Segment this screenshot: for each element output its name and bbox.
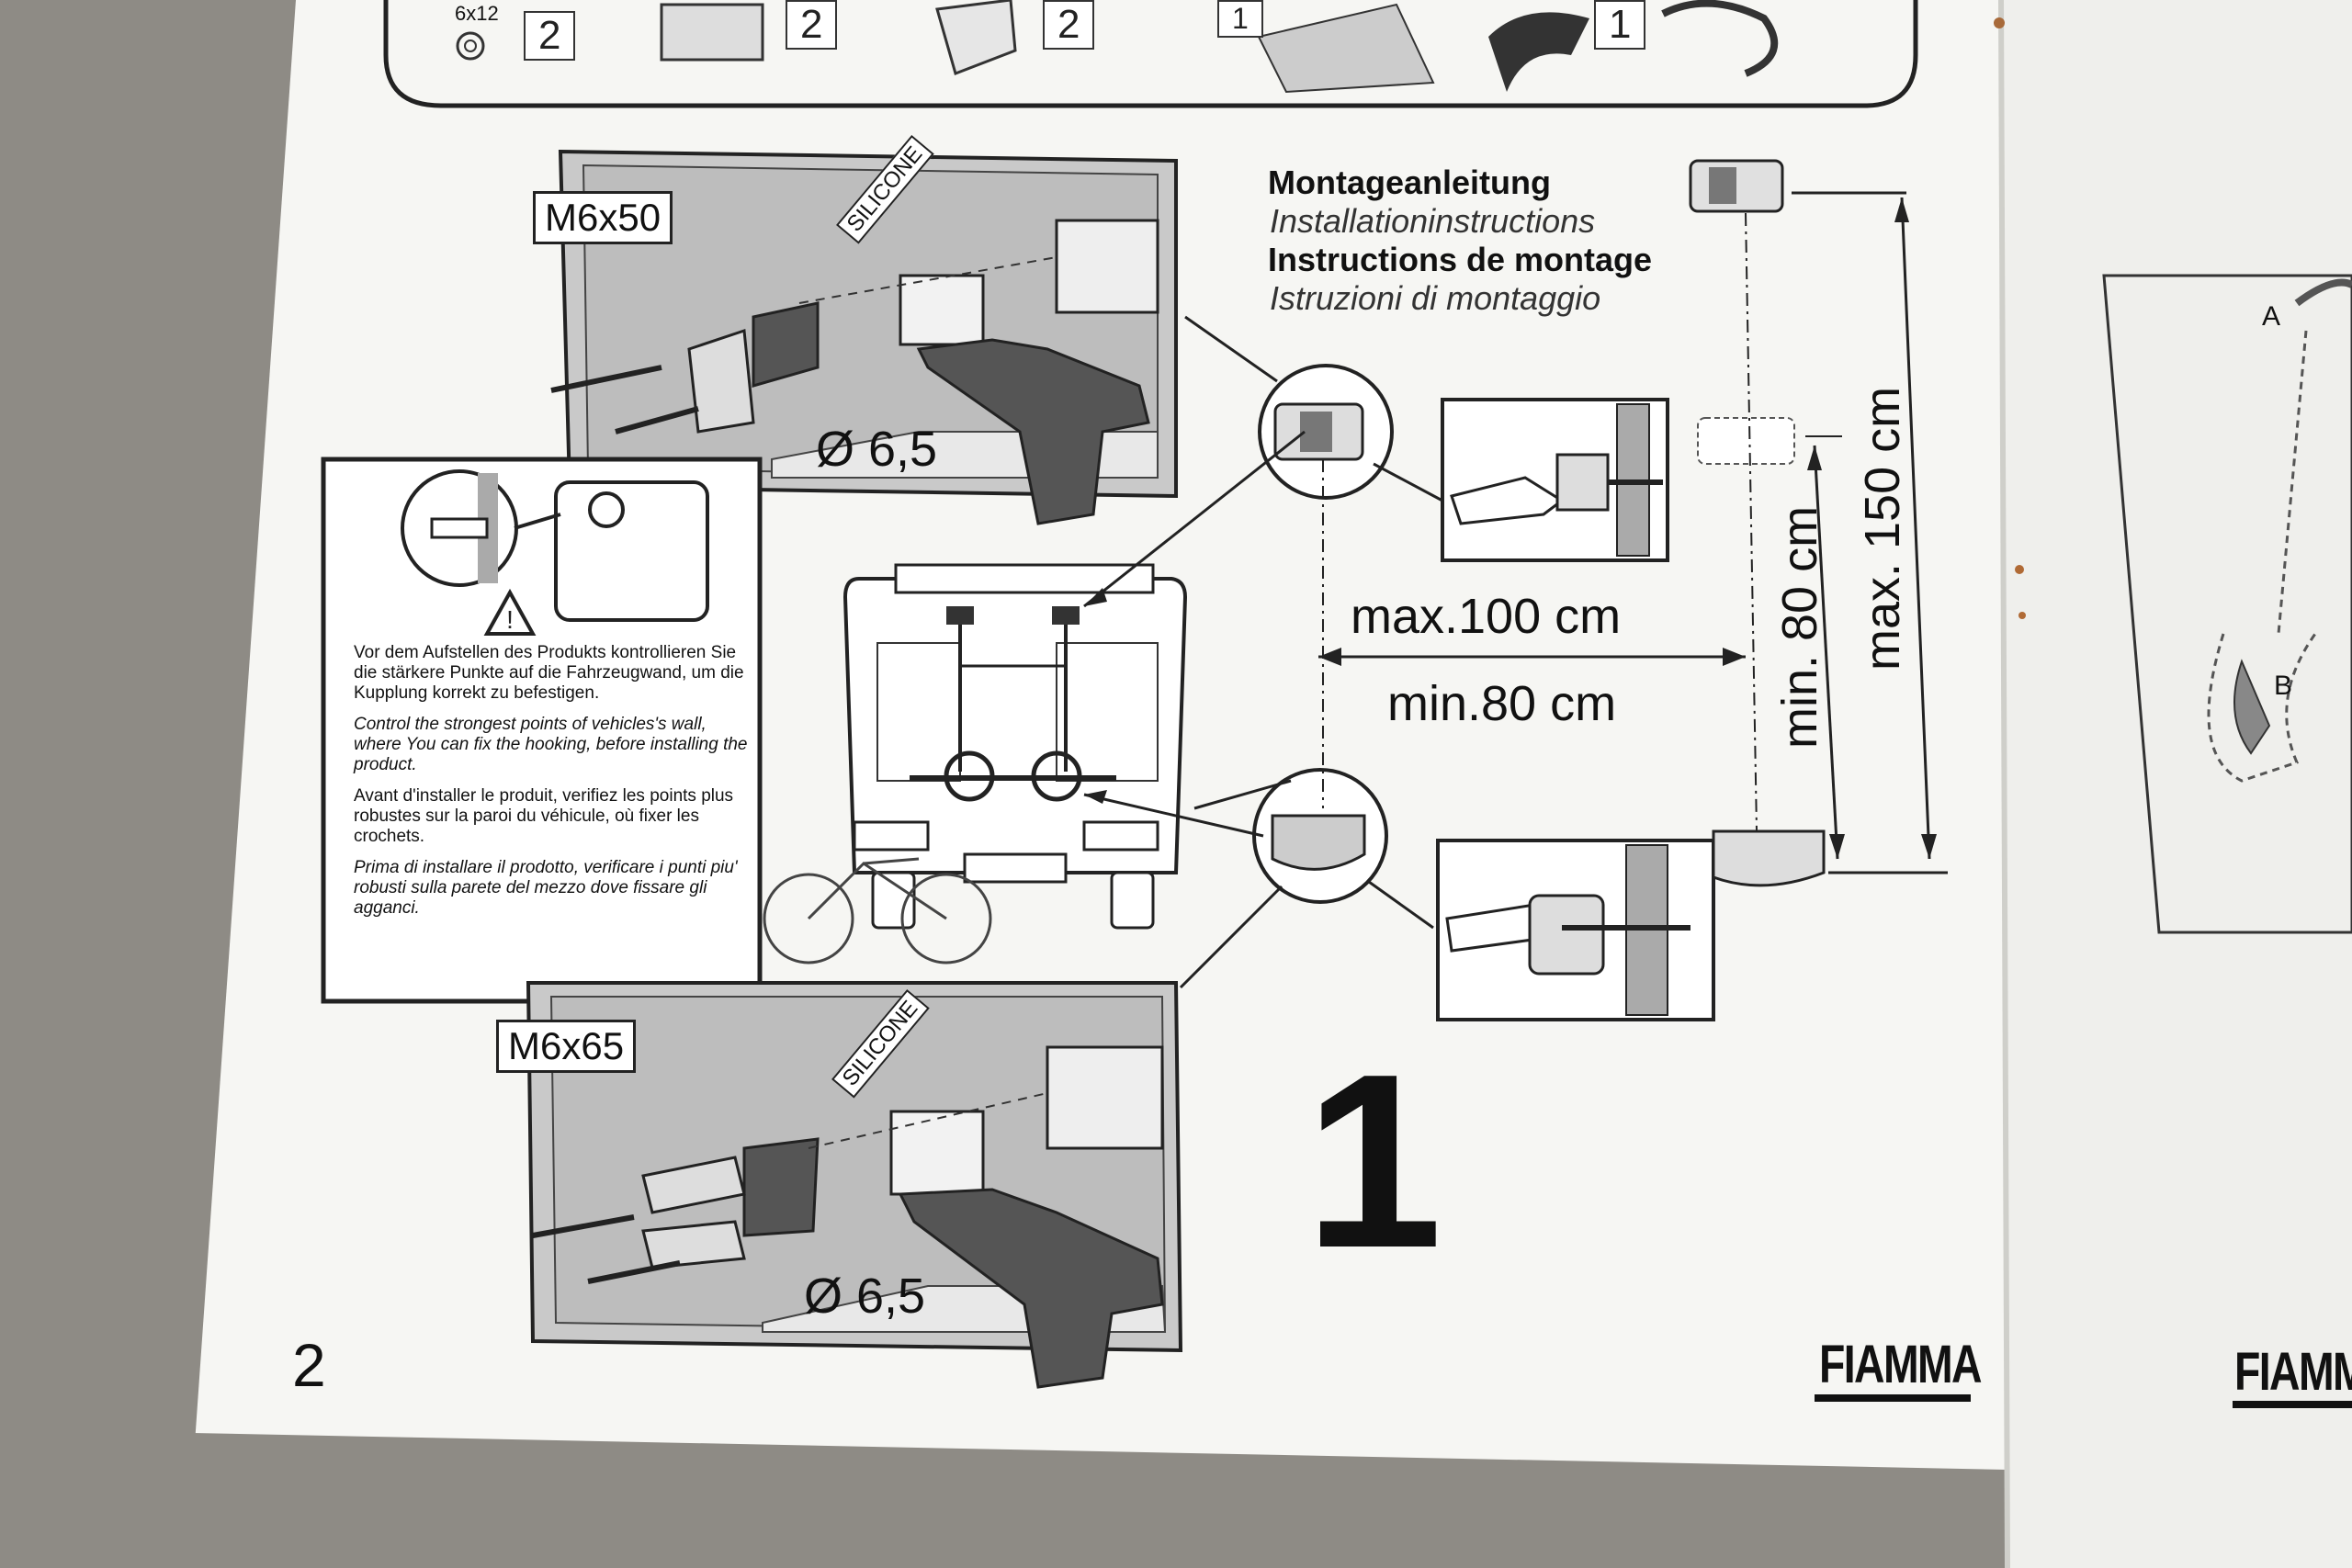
right-label-b: B [2274,671,2293,701]
vertical-min-label: min. 80 cm [1772,505,1827,749]
qty-hook-label: 1 [1594,0,1646,50]
qty-pads-label: 2 [1043,0,1095,50]
qty-brackets-label: 2 [786,0,838,50]
lower-drill-diameter: Ø 6,5 [804,1269,926,1324]
brand-underline-left [1815,1394,1971,1402]
horizontal-min-label: min.80 cm [1387,676,1617,731]
title-de: Montageanleitung [1268,164,1551,201]
note-en: Control the strongest points of vehicles… [354,715,748,774]
page-number: 2 [292,1331,326,1399]
upper-bolt-label: M6x50 [533,191,673,244]
dimension-lines [1318,159,1948,887]
lower-bolt-label: M6x65 [496,1020,637,1073]
note-de: Vor dem Aufstellen des Produkts kontroll… [354,643,744,703]
vertical-max-label: max. 150 cm [1855,386,1910,671]
right-page [1998,0,2352,1568]
right-page-diagram [2102,274,2352,934]
brand-underline-right [2233,1401,2352,1408]
title-fr: Instructions de montage [1268,241,1653,278]
note-it: Prima di installare il prodotto, verific… [354,858,738,918]
brand-logo-left: FIAMMA [1819,1335,1983,1394]
warning-note: Vor dem Aufstellen des Produkts kontroll… [354,643,758,930]
title-en: Installationinstructions [1270,202,1596,240]
note-fr: Avant d'installer le produit, verifiez l… [354,786,734,846]
qty-screws-label: 2 [524,11,576,61]
horizontal-max-label: max.100 cm [1351,589,1622,644]
step-number: 1 [1305,1023,1443,1300]
right-label-a: A [2262,301,2281,332]
qty-manual-label: 1 [1217,0,1263,38]
title-it: Istruzioni di montaggio [1270,279,1601,317]
upper-drill-diameter: Ø 6,5 [816,422,938,477]
screw-size-label: 6x12 [455,2,499,25]
brand-logo-right: FIAMMA [2234,1342,2352,1402]
svg-text:!: ! [506,605,514,634]
